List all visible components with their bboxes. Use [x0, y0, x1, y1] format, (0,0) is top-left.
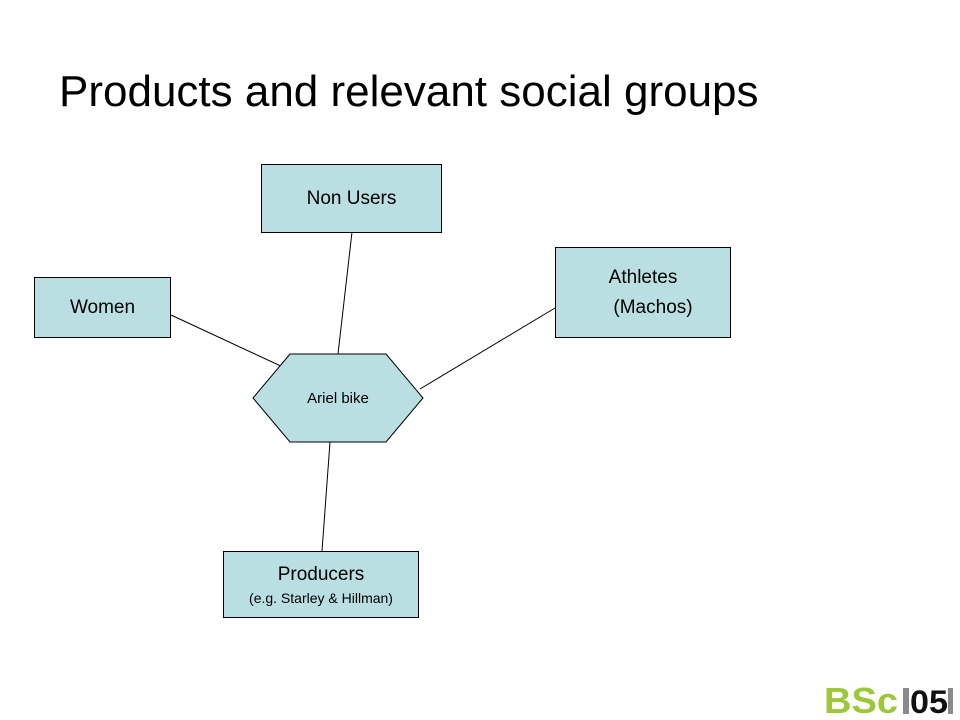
connector-athletes	[419, 307, 556, 390]
logo-end-bar	[948, 688, 953, 714]
group-athletes-line2: (Machos)	[613, 296, 693, 318]
group-athletes: Athletes (Machos)	[555, 247, 731, 338]
logo-text-right: 05	[910, 684, 948, 716]
group-producers: Producers (e.g. Starley & Hillman)	[223, 551, 419, 618]
group-non-users: Non Users	[261, 164, 442, 233]
group-producers-sublabel: (e.g. Starley & Hillman)	[249, 589, 393, 606]
logo-text-left: BSc	[824, 682, 898, 716]
connector-producers	[321, 441, 331, 552]
group-athletes-line1: Athletes	[608, 266, 678, 288]
group-producers-label: Producers	[277, 563, 365, 585]
group-women-label: Women	[69, 296, 136, 318]
connector-women	[170, 314, 286, 369]
group-non-users-label: Non Users	[306, 187, 397, 209]
connector-non-users	[337, 231, 353, 355]
center-label: Ariel bike	[307, 389, 369, 407]
bsc-05-logo: BSc 05	[824, 682, 953, 716]
center-hexagon	[252, 353, 424, 443]
group-women: Women	[34, 277, 171, 338]
slide-title: Products and relevant social groups	[59, 67, 759, 116]
logo-divider	[903, 688, 909, 714]
